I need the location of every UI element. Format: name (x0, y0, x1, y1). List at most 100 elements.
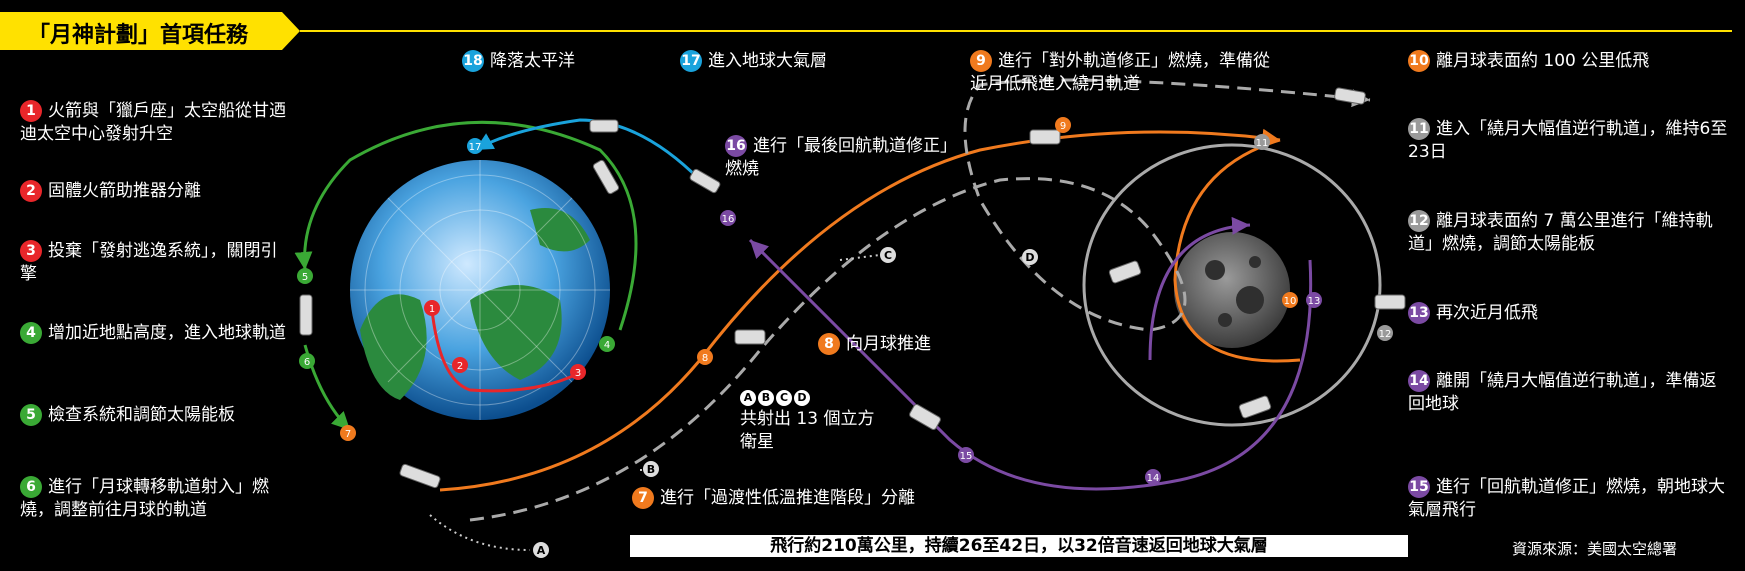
step-number: 4 (20, 322, 42, 344)
svg-text:15: 15 (960, 451, 973, 462)
step-4: 4 增加近地點高度，進入地球軌道 (20, 322, 290, 345)
step-text: 進行「回航軌道修正」燃燒，朝地球大氣層飛行 (1408, 477, 1725, 520)
step-text: 向月球推進 (846, 334, 931, 354)
step-text: 投棄「發射逃逸系統」，關閉引擎 (20, 241, 278, 284)
svg-text:C: C (884, 249, 892, 262)
svg-text:12: 12 (1379, 329, 1392, 340)
step-text: 進入地球大氣層 (708, 51, 827, 71)
svg-text:A: A (537, 544, 546, 557)
step-number: 3 (20, 240, 42, 262)
svg-text:17: 17 (469, 142, 482, 153)
svg-text:16: 16 (722, 214, 735, 225)
return-path (748, 238, 1313, 491)
step-number: 15 (1408, 476, 1430, 498)
step-number: 2 (20, 180, 42, 202)
svg-text:11: 11 (1256, 138, 1269, 149)
step-text: 檢查系統和調節太陽能板 (48, 405, 235, 425)
step-text: 固體火箭助推器分離 (48, 181, 201, 201)
svg-text:13: 13 (1308, 296, 1321, 307)
cubesat-a-icon: A (740, 390, 756, 406)
step-number: 11 (1408, 118, 1430, 140)
step-text: 進行「過渡性低溫推進階段」分離 (660, 488, 915, 508)
svg-text:5: 5 (302, 272, 308, 283)
earth-orbit-path (294, 120, 638, 331)
cubesat-c-icon: C (776, 390, 792, 406)
lunar-orbit (1082, 143, 1382, 427)
step-text: 離月球表面約 100 公里低飛 (1436, 51, 1650, 71)
step-text: 再次近月低飛 (1436, 303, 1538, 323)
svg-text:1: 1 (429, 304, 435, 315)
step-8: 8 向月球推進 (818, 333, 931, 356)
return-lunar-arc (1148, 216, 1251, 361)
step-17: 17 進入地球大氣層 (680, 50, 827, 73)
step-number: 6 (20, 476, 42, 498)
step-13: 13 再次近月低飛 (1408, 302, 1728, 325)
svg-text:14: 14 (1147, 473, 1160, 484)
step-number: 13 (1408, 302, 1430, 324)
reentry-path (474, 118, 702, 182)
page-title: 「月神計劃」首項任務 (28, 23, 249, 48)
step-2: 2 固體火箭助推器分離 (20, 180, 290, 203)
step-text: 增加近地點高度，進入地球軌道 (48, 323, 286, 343)
step-text: 離月球表面約 7 萬公里進行「維持軌道」燃燒，調節太陽能板 (1408, 211, 1713, 254)
step-number: 16 (725, 135, 747, 157)
path-markers: 5 6 7 8 9 11 10 13 12 14 15 16 17 2 1 3 … (297, 117, 1393, 485)
step-number: 10 (1408, 50, 1430, 72)
cubesat-d-icon: D (794, 390, 810, 406)
step-text: 降落太平洋 (490, 51, 575, 71)
svg-text:D: D (1025, 251, 1034, 264)
svg-text:9: 9 (1060, 121, 1066, 132)
step-number: 12 (1408, 210, 1430, 232)
step-number: 9 (970, 50, 992, 72)
step-number: 1 (20, 100, 42, 122)
title-banner: 「月神計劃」首項任務 (0, 12, 300, 50)
step-number: 14 (1408, 370, 1430, 392)
cubesat-b-icon: B (758, 390, 774, 406)
svg-text:10: 10 (1284, 296, 1297, 307)
summary-footer: 飛行約210萬公里，持續26至42日，以32倍音速返回地球大氣層 (630, 535, 1408, 557)
svg-text:6: 6 (304, 357, 310, 368)
step-text: 進行「月球轉移軌道射入」燃燒，調整前往月球的軌道 (20, 477, 269, 520)
step-text: 進入「繞月大幅值逆行軌道」，維持6至23日 (1408, 119, 1728, 162)
step-number: 17 (680, 50, 702, 72)
cubesat-markers: A B C D (533, 247, 1038, 558)
spacecraft-icon (299, 87, 1406, 489)
svg-text:4: 4 (604, 340, 610, 351)
cubesat-c-path (839, 254, 881, 261)
launch-path (430, 309, 586, 393)
svg-text:7: 7 (345, 429, 351, 440)
step-text: 火箭與「獵戶座」太空船從甘迺迪太空中心發射升空 (20, 101, 286, 144)
svg-text:8: 8 (702, 353, 708, 364)
step-18: 18 降落太平洋 (462, 50, 575, 73)
lunar-flyby-orange (1173, 138, 1301, 363)
step-text: 進行「最後回航軌道修正」燃燒 (725, 136, 949, 179)
outbound-path (439, 128, 1281, 492)
step-number: 8 (818, 333, 840, 355)
source-credit: 資源來源：美國太空總署 (1512, 540, 1678, 558)
svg-text:2: 2 (457, 361, 463, 372)
step-number: 18 (462, 50, 484, 72)
step-number: 7 (632, 487, 654, 509)
svg-text:3: 3 (575, 368, 581, 379)
earth (350, 160, 610, 420)
step-7: 7 進行「過渡性低溫推進階段」分離 (632, 487, 915, 510)
step-text: 進行「對外軌道修正」燃燒，準備從近月低飛進入繞月軌道 (970, 51, 1270, 94)
moon (1174, 232, 1290, 348)
cubesat-a-path (429, 514, 531, 551)
step-text: 離開「繞月大幅值逆行軌道」，準備返回地球 (1408, 371, 1717, 414)
step-10: 10 離月球表面約 100 公里低飛 (1408, 50, 1728, 73)
svg-text:B: B (647, 463, 655, 476)
